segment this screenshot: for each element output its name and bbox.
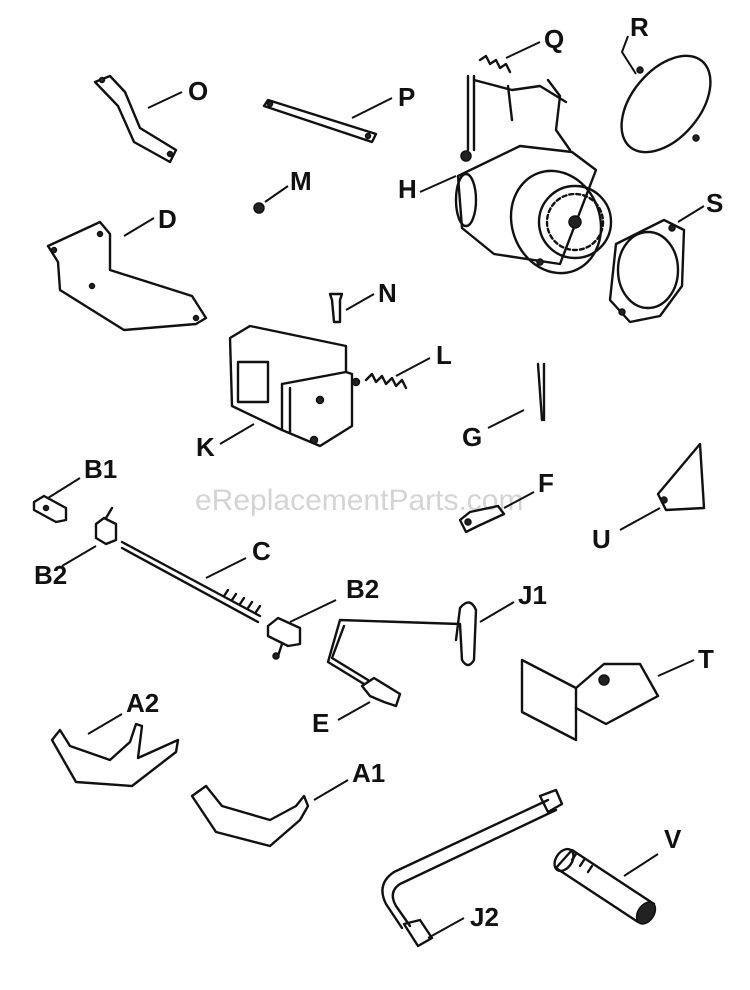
- part-q-spring: [478, 54, 512, 74]
- part-r-gasket: [620, 54, 712, 154]
- label-q: Q: [505, 24, 564, 59]
- part-u-plate: [656, 442, 706, 512]
- part-d-bracket: [46, 220, 208, 332]
- svg-text:N: N: [378, 278, 397, 308]
- part-j2-fuel-line: [381, 788, 564, 948]
- part-s-gasket: [608, 218, 686, 324]
- svg-text:H: H: [398, 174, 417, 204]
- label-g: G: [462, 409, 525, 452]
- part-t-bracket: [520, 658, 660, 742]
- svg-text:A2: A2: [126, 688, 159, 718]
- part-b2-swivel-lower: [266, 616, 302, 660]
- svg-text:R: R: [630, 12, 649, 42]
- part-e-fitting: [360, 676, 402, 708]
- part-b2-swivel-upper: [94, 506, 118, 546]
- part-a2-bracket: [50, 722, 180, 788]
- part-g-cotter-pin: [536, 362, 546, 422]
- label-o: O: [147, 76, 208, 109]
- part-j1-fuel-line: [326, 601, 478, 686]
- part-n-pin: [328, 292, 344, 324]
- label-m: M: [264, 166, 312, 203]
- svg-text:O: O: [188, 76, 208, 106]
- svg-text:B1: B1: [84, 454, 117, 484]
- label-l: L: [395, 340, 452, 377]
- part-b1-swivel: [32, 494, 68, 524]
- svg-text:J2: J2: [470, 902, 499, 932]
- label-a1: A1: [313, 758, 385, 801]
- svg-text:G: G: [462, 422, 482, 452]
- svg-text:U: U: [592, 524, 611, 554]
- svg-text:L: L: [436, 340, 452, 370]
- label-d: D: [123, 204, 177, 237]
- part-a1-bracket: [190, 784, 310, 848]
- part-k-solenoid: [228, 324, 361, 448]
- svg-text:E: E: [312, 708, 329, 738]
- label-b1: B1: [47, 454, 117, 499]
- label-h: H: [398, 174, 457, 204]
- label-t: T: [657, 644, 714, 677]
- label-a2: A2: [87, 688, 159, 735]
- svg-text:T: T: [698, 644, 714, 674]
- part-l-spring: [364, 372, 408, 390]
- label-p: P: [351, 82, 415, 119]
- label-v: V: [623, 824, 682, 877]
- svg-text:F: F: [538, 468, 554, 498]
- label-f: F: [503, 468, 554, 509]
- label-s: S: [677, 188, 723, 223]
- label-c: C: [205, 536, 271, 579]
- part-f-fitting: [458, 504, 506, 534]
- part-m-nut: [253, 202, 265, 214]
- svg-text:M: M: [290, 166, 312, 196]
- svg-text:P: P: [398, 82, 415, 112]
- svg-text:V: V: [664, 824, 682, 854]
- label-b2-lower: B2: [289, 574, 379, 623]
- label-u: U: [592, 507, 661, 554]
- part-h-governor: [454, 74, 613, 275]
- label-b2-upper: B2: [34, 545, 97, 590]
- part-o-strap: [93, 74, 178, 164]
- svg-text:K: K: [196, 432, 215, 462]
- svg-text:A1: A1: [352, 758, 385, 788]
- label-j1: J1: [479, 580, 547, 623]
- label-j2: J2: [427, 902, 499, 939]
- svg-text:B2: B2: [346, 574, 379, 604]
- svg-text:D: D: [158, 204, 177, 234]
- part-c-rod: [120, 540, 262, 624]
- label-k: K: [196, 423, 255, 462]
- svg-text:B2: B2: [34, 560, 67, 590]
- part-p-bar: [262, 98, 378, 144]
- svg-text:Q: Q: [544, 24, 564, 54]
- part-v-pipe-nipple: [553, 847, 657, 925]
- svg-text:J1: J1: [518, 580, 547, 610]
- svg-text:C: C: [252, 536, 271, 566]
- svg-text:S: S: [706, 188, 723, 218]
- label-n: N: [345, 278, 397, 311]
- label-r: R: [620, 12, 649, 75]
- label-e: E: [312, 701, 371, 738]
